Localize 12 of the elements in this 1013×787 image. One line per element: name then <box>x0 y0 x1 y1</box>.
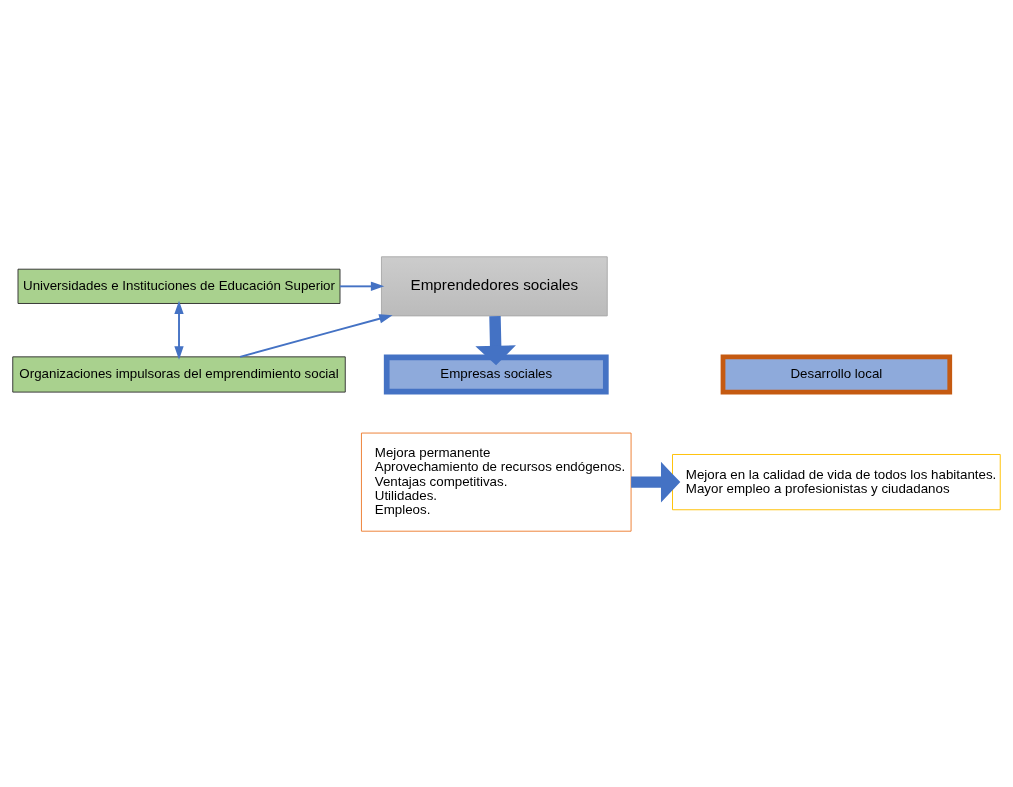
node-box: Mejora permanente Aprovechamiento de recursos endógenos. Ventajas competitivas. Utilidades. Empleos. <box>360 432 632 532</box>
node-box: Mejora en la calidad de vida de todos los habitantes. Mayor empleo a profesionistas y ciudadanos <box>672 453 1001 510</box>
arrow <box>239 313 393 358</box>
arrow <box>475 315 516 365</box>
arrow <box>339 281 385 291</box>
node-box: Organizaciones impulsoras del emprendimiento social <box>12 355 346 393</box>
arrow <box>174 300 184 360</box>
node-box: Universidades e Instituciones de Educación Superior <box>17 268 341 304</box>
arrow <box>631 461 681 502</box>
node-box: Emprendedores sociales <box>381 255 608 316</box>
node-box: Desarrollo local <box>720 353 953 394</box>
node-box: Empresas sociales <box>383 353 609 394</box>
